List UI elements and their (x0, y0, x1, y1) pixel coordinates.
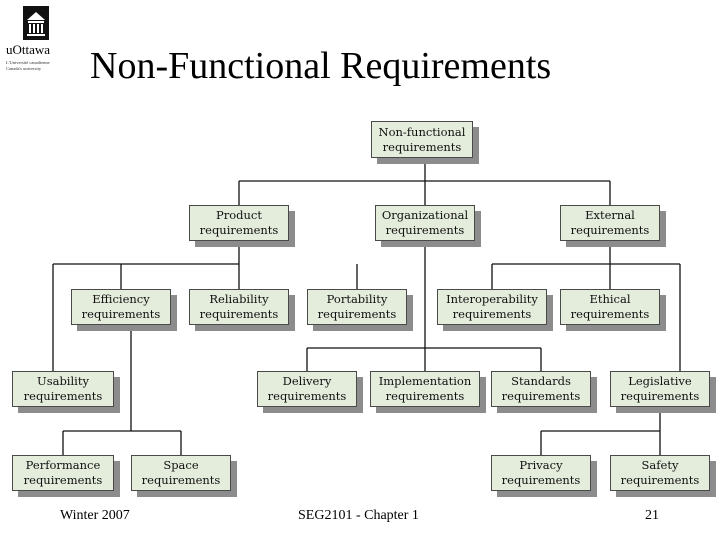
slide-title: Non-Functional Requirements (90, 45, 552, 87)
footer-date: Winter 2007 (60, 508, 130, 523)
connector-organizational (306, 240, 542, 372)
connector-product (52, 240, 240, 372)
logo-wordmark: uOttawa (6, 42, 51, 57)
logo-subline-2: Canada's university (6, 66, 42, 71)
connector-legislative (540, 406, 661, 456)
crest-icon (23, 6, 49, 40)
footer-course: SEG2101 - Chapter 1 (298, 508, 419, 523)
university-logo: uOttawa L'Université canadienne Canada's… (6, 6, 66, 72)
connector-root (238, 158, 611, 206)
logo-subline-1: L'Université canadienne (6, 60, 50, 65)
footer-page-number: 21 (645, 508, 659, 523)
connector-external (491, 240, 681, 372)
connector-efficiency (62, 324, 182, 456)
